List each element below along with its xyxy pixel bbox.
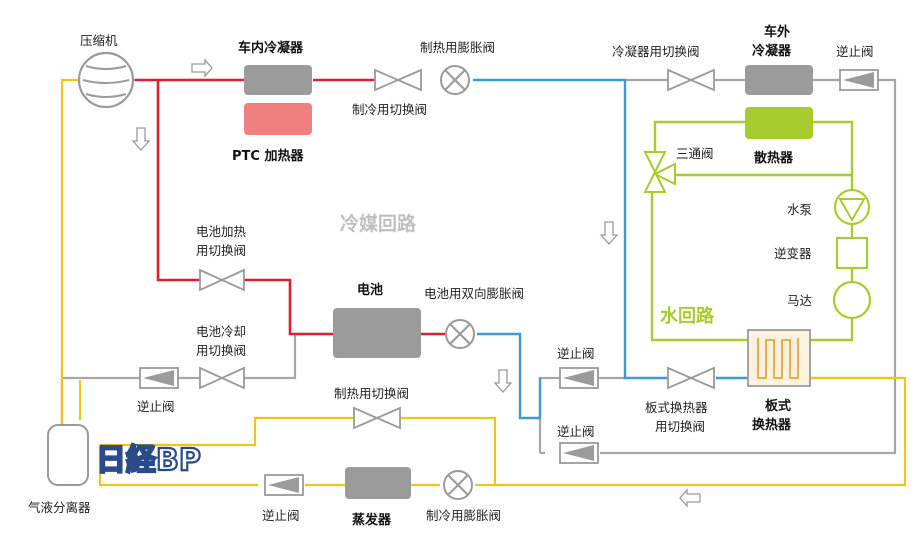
flow-arrow-left bbox=[679, 488, 701, 508]
heat-switch-valve-label: 制热用切换阀 bbox=[334, 386, 409, 401]
battery-cool-switch-label-2: 用切换阀 bbox=[196, 343, 246, 358]
water-loop-label: 水回路 bbox=[660, 305, 715, 327]
battery-bidir-valve-symbol bbox=[445, 319, 475, 349]
svg-text:日経BP: 日経BP bbox=[96, 443, 201, 478]
flow-arrow-down-2 bbox=[599, 221, 619, 245]
cool-expansion-valve-label: 制冷用膨胀阀 bbox=[426, 508, 501, 523]
check-valves bbox=[139, 69, 879, 496]
inverter-symbol bbox=[835, 236, 869, 270]
battery-bidir-valve-label: 电池用双向膨胀阀 bbox=[424, 286, 524, 301]
check-valve-left-symbol bbox=[139, 367, 179, 389]
ptc-heater bbox=[244, 103, 312, 135]
water-pump-symbol bbox=[833, 188, 871, 226]
ptc-heater-label: PTC 加热器 bbox=[232, 148, 304, 164]
check-valve-bottom-label: 逆止阀 bbox=[262, 508, 300, 523]
motor-symbol bbox=[832, 280, 872, 320]
check-valve-low-symbol bbox=[559, 442, 599, 464]
flow-arrow-right bbox=[191, 58, 213, 78]
battery-block bbox=[333, 308, 421, 358]
inner-condenser bbox=[244, 65, 312, 95]
motor-label: 马达 bbox=[787, 293, 813, 308]
battery-cool-switch-label-1: 电池冷却 bbox=[196, 324, 246, 339]
refrigerant-loop-label: 冷媒回路 bbox=[340, 212, 417, 235]
battery-heat-switch-valve-symbol bbox=[199, 268, 245, 292]
battery-cool-switch-valve-symbol bbox=[199, 366, 245, 390]
yellow-pipes bbox=[60, 78, 907, 487]
blue-pipes bbox=[473, 78, 748, 420]
three-way-valve-symbol bbox=[643, 151, 676, 193]
plate-switch-valve-symbol bbox=[667, 366, 715, 390]
heat-expansion-valve-symbol bbox=[440, 65, 470, 95]
water-pipes bbox=[650, 120, 854, 342]
inner-condenser-label: 车内冷凝器 bbox=[238, 40, 304, 56]
battery-heat-switch-label-2: 用切换阀 bbox=[196, 243, 246, 258]
evaporator-label: 蒸发器 bbox=[352, 512, 392, 528]
check-valve-left-label: 逆止阀 bbox=[137, 399, 175, 414]
check-valve-bottom-symbol bbox=[264, 474, 304, 496]
nikkei-bp-logo: 日経BP bbox=[95, 442, 202, 479]
gas-liquid-separator bbox=[47, 424, 89, 486]
check-valve-mid-symbol bbox=[559, 367, 599, 389]
flow-arrows bbox=[131, 58, 701, 508]
check-valve-top-label: 逆止阀 bbox=[836, 44, 874, 59]
outer-condenser-label-2: 冷凝器 bbox=[752, 43, 792, 59]
condenser-switch-valve-symbol bbox=[667, 68, 715, 92]
plate-hx-label-2: 换热器 bbox=[752, 417, 792, 433]
battery-label: 电池 bbox=[357, 282, 383, 298]
condenser-switch-valve-label: 冷凝器用切换阀 bbox=[612, 44, 700, 59]
radiator-label: 散热器 bbox=[754, 150, 794, 166]
flow-arrow-down-3 bbox=[493, 369, 513, 393]
flow-arrow-down bbox=[131, 127, 151, 151]
cool-switch-valve-symbol bbox=[374, 68, 422, 92]
water-pump-label: 水泵 bbox=[787, 202, 812, 217]
outer-condenser-label-1: 车外 bbox=[764, 24, 790, 40]
check-valve-low-label: 逆止阀 bbox=[557, 424, 595, 439]
plate-hx-label-1: 板式 bbox=[765, 398, 791, 414]
plate-switch-valve-label-2: 用切换阀 bbox=[655, 419, 705, 434]
plate-switch-valve-label-1: 板式换热器 bbox=[645, 400, 708, 415]
red-pipes bbox=[135, 78, 445, 336]
compressor-label: 压缩机 bbox=[80, 33, 118, 48]
cool-expansion-valve-symbol bbox=[443, 470, 473, 500]
heat-expansion-valve-label: 制热用膨胀阀 bbox=[420, 40, 495, 55]
evaporator bbox=[345, 467, 411, 499]
separator-label: 气液分离器 bbox=[28, 500, 91, 515]
three-way-valve-label: 三通阀 bbox=[676, 146, 714, 161]
outer-condenser bbox=[745, 65, 813, 95]
compressor bbox=[77, 51, 135, 109]
switch-valves bbox=[199, 68, 715, 430]
cool-switch-valve-label: 制冷用切换阀 bbox=[352, 102, 427, 117]
battery-heat-switch-label-1: 电池加热 bbox=[196, 224, 247, 239]
check-valve-top-symbol bbox=[839, 69, 879, 91]
inverter-label: 逆变器 bbox=[774, 246, 812, 261]
check-valve-mid-label: 逆止阀 bbox=[557, 346, 595, 361]
radiator bbox=[745, 107, 813, 139]
heat-switch-valve-symbol bbox=[353, 406, 401, 430]
plate-heat-exchanger-symbol bbox=[747, 329, 811, 387]
